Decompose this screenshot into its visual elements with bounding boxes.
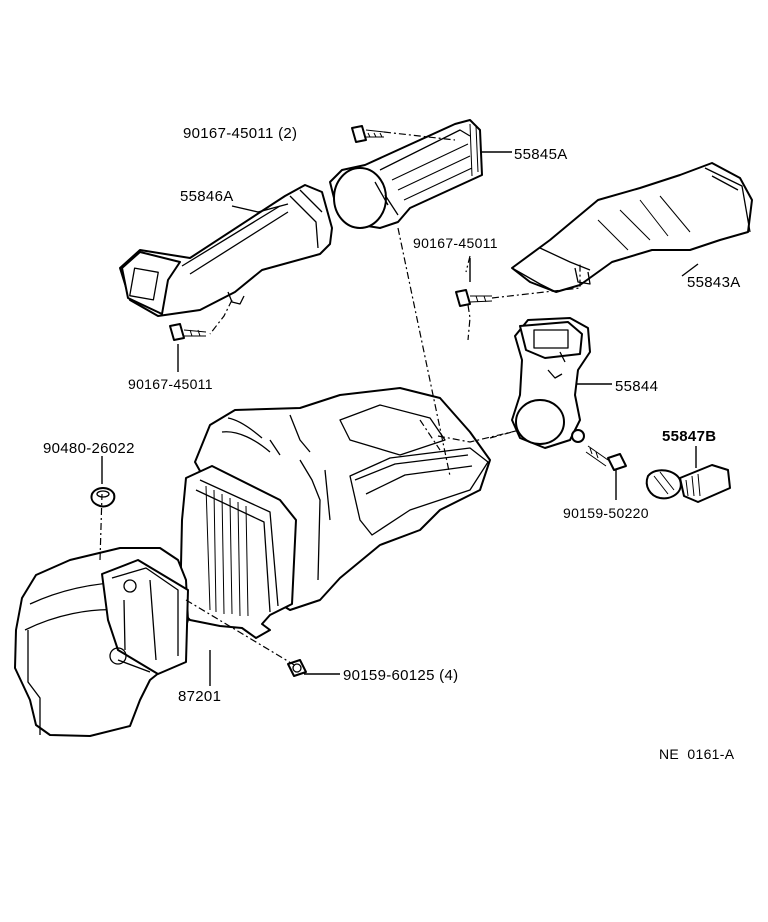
assembly-lines bbox=[99, 131, 581, 667]
label-bolt-left: 90167-45011 bbox=[128, 376, 213, 392]
label-diagram-ref: NE 0161-A bbox=[659, 746, 735, 762]
main-unit-87201-drawing bbox=[14, 387, 491, 737]
duct-55846a-drawing bbox=[119, 184, 333, 317]
label-duct-55845a: 55845A bbox=[514, 146, 568, 163]
label-screw-60125: 90159-60125 (4) bbox=[343, 667, 458, 684]
label-bolt-top: 90167-45011 (2) bbox=[183, 125, 297, 142]
label-screw-50220: 90159-50220 bbox=[563, 505, 649, 521]
label-duct-55843a: 55843A bbox=[687, 274, 741, 291]
label-duct-55846a: 55846A bbox=[180, 188, 234, 205]
label-bolt-mid: 90167-45011 bbox=[413, 235, 498, 251]
duct-55845a-drawing bbox=[329, 119, 483, 229]
label-unit-87201: 87201 bbox=[178, 688, 221, 705]
part-55847b-drawing bbox=[645, 464, 731, 503]
duct-55844-drawing bbox=[511, 317, 591, 449]
leader-lines bbox=[101, 151, 699, 686]
label-part-55847b: 55847B bbox=[662, 428, 716, 445]
label-grommet: 90480-26022 bbox=[43, 440, 135, 457]
duct-55843a-drawing bbox=[511, 162, 753, 293]
label-duct-55844: 55844 bbox=[615, 378, 658, 395]
